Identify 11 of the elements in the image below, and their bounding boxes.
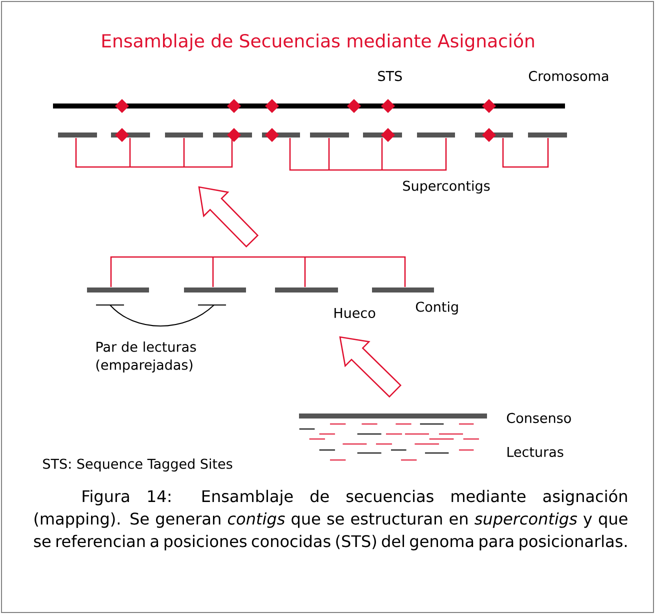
text-label: Cromosoma (528, 70, 608, 82)
text-label: Hueco (334, 308, 376, 318)
title: Ensamblaje de Secuencias mediante Asignación (102, 32, 534, 52)
caption: Figura 14: Ensamblaje de secuencias mediante asignación (mapping). Se generan contigs que se estructuran en supercontigs y que se referencian a posiciones conocidas (STS) del genoma para posicionarlas. (34, 489, 628, 550)
text-label: STS (378, 70, 402, 82)
text-label: Consenso (506, 412, 571, 424)
text-label: Par de lecturas (emparejadas) (96, 341, 196, 373)
text-label: Lecturas (508, 446, 564, 457)
text-label: STS: Sequence Tagged Sites (43, 458, 232, 472)
text-label: Supercontigs (403, 180, 490, 194)
text-label: Contig (416, 301, 458, 315)
